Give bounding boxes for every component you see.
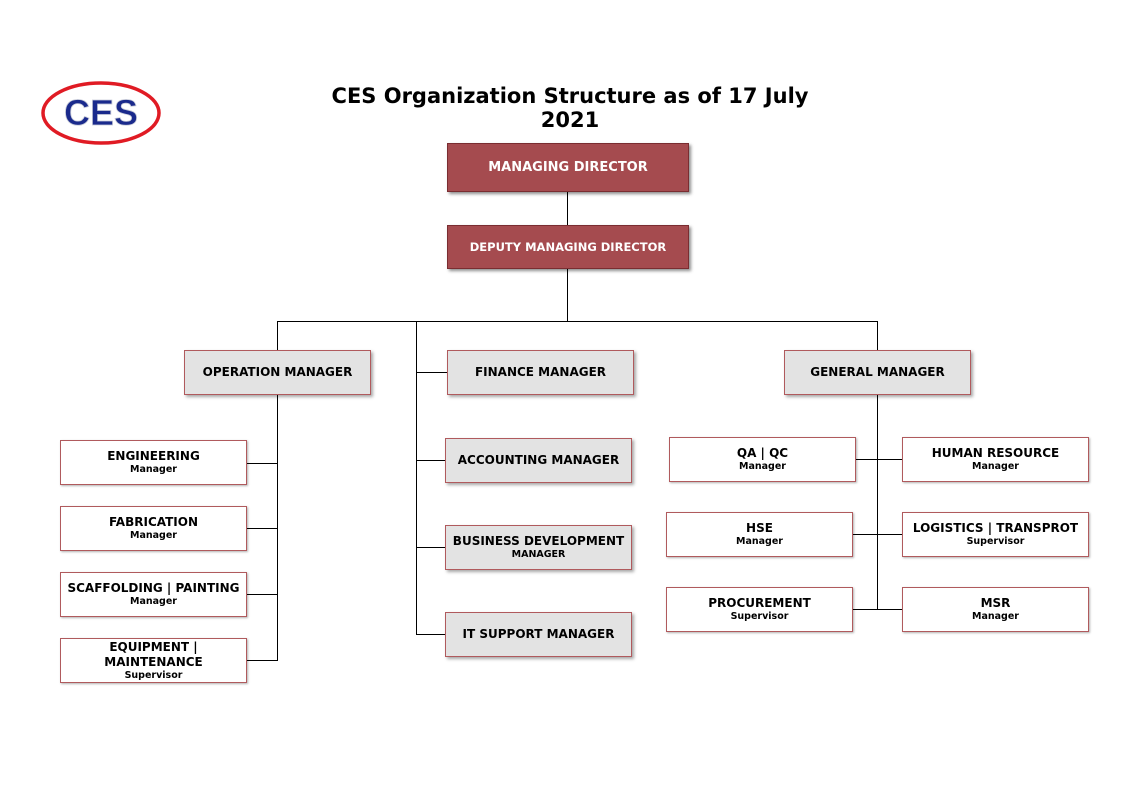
node-engineering[interactable]: ENGINEERING Manager [60,440,247,485]
node-it-support-manager[interactable]: IT SUPPORT MANAGER [445,612,632,657]
node-title: GENERAL MANAGER [810,365,945,379]
node-title: IT SUPPORT MANAGER [462,627,615,641]
node-title: DEPUTY MANAGING DIRECTOR [469,239,667,254]
connector-line [246,660,278,661]
connector-line [277,321,278,351]
node-subtitle: Manager [130,530,177,541]
node-finance-manager[interactable]: FINANCE MANAGER [447,350,634,395]
connector-line [246,594,278,595]
node-title: FINANCE MANAGER [474,365,607,379]
node-scaffolding-painting[interactable]: SCAFFOLDING | PAINTING Manager [60,572,247,617]
node-title: SCAFFOLDING | PAINTING [67,581,240,595]
node-subtitle: MANAGER [511,549,566,560]
node-operation-manager[interactable]: OPERATION MANAGER [184,350,371,395]
node-accounting-manager[interactable]: ACCOUNTING MANAGER [445,438,632,483]
node-subtitle: Supervisor [730,611,789,622]
node-title: HUMAN RESOURCE [931,446,1060,460]
node-human-resource[interactable]: HUMAN RESOURCE Manager [902,437,1089,482]
node-fabrication[interactable]: FABRICATION Manager [60,506,247,551]
node-title: OPERATION MANAGER [202,365,353,379]
connector-line [567,268,568,322]
logo-ring [41,81,161,145]
node-subtitle: Supervisor [124,669,183,681]
node-title: BUSINESS DEVELOPMENT [452,534,625,548]
connector-line [877,321,878,351]
connector-line [416,321,417,635]
connector-line [416,634,445,635]
node-subtitle: Manager [736,536,783,547]
logo-text: CES [64,92,138,133]
connector-line [853,609,903,610]
page-title: CES Organization Structure as of 17 July… [331,84,809,132]
node-subtitle: Manager [130,596,177,607]
connector-line [277,321,878,322]
node-title: HSE [746,521,773,535]
node-qa-qc[interactable]: QA | QC Manager [669,437,856,482]
node-business-development[interactable]: BUSINESS DEVELOPMENT MANAGER [445,525,632,570]
node-subtitle: Manager [739,461,786,472]
node-subtitle: Manager [130,464,177,475]
node-msr[interactable]: MSR Manager [902,587,1089,632]
node-subtitle: Supervisor [966,536,1025,547]
node-hse[interactable]: HSE Manager [666,512,853,557]
connector-line [877,395,878,610]
node-logistics-transprot[interactable]: LOGISTICS | TRANSPROT Supervisor [902,512,1089,557]
node-subtitle: Manager [972,461,1019,472]
connector-line [855,459,903,460]
connector-line [416,460,445,461]
connector-line [246,528,278,529]
connector-line [416,372,447,373]
node-title: ENGINEERING [107,449,200,463]
ces-logo: CES [41,81,161,145]
node-title: ACCOUNTING MANAGER [457,453,620,467]
node-procurement[interactable]: PROCUREMENT Supervisor [666,587,853,632]
node-title: QA | QC [736,446,789,460]
node-general-manager[interactable]: GENERAL MANAGER [784,350,971,395]
node-title: EQUIPMENT | MAINTENANCE [104,639,203,669]
node-deputy-managing-director[interactable]: DEPUTY MANAGING DIRECTOR [447,225,689,269]
connector-line [853,534,903,535]
connector-line [246,463,278,464]
node-subtitle: Manager [972,611,1019,622]
node-title: MSR [980,596,1011,610]
node-title: FABRICATION [108,515,198,529]
node-title: MANAGING DIRECTOR [488,160,648,175]
node-title: PROCUREMENT [708,596,811,610]
node-managing-director[interactable]: MANAGING DIRECTOR [447,143,689,192]
connector-line [416,547,445,548]
connector-line [567,192,568,226]
node-equipment-maintenance[interactable]: EQUIPMENT | MAINTENANCE Supervisor [60,638,247,683]
node-title: LOGISTICS | TRANSPROT [912,521,1079,535]
